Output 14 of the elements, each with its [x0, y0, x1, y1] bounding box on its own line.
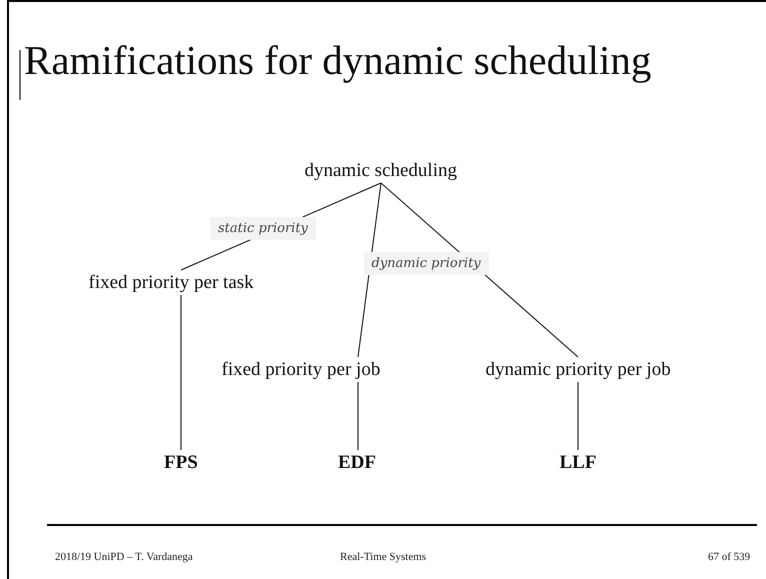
category-label: dynamic priority per job	[486, 359, 671, 381]
footer-text: Real-Time Systems	[340, 551, 426, 563]
edge-label: static priority	[210, 216, 316, 240]
category-label: fixed priority per job	[222, 359, 380, 381]
page-number: 67 of 539	[708, 551, 750, 563]
footer-text: 2018/19 UniPD – T. Vardanega	[55, 551, 193, 563]
edge-label: dynamic priority	[364, 252, 489, 274]
algorithm-label: FPS	[164, 452, 198, 474]
algorithm-label: LLF	[560, 452, 596, 474]
slide-title: Ramifications for dynamic scheduling	[24, 36, 652, 84]
category-label: fixed priority per task	[88, 272, 254, 294]
category-label: dynamic scheduling	[304, 160, 457, 182]
algorithm-label: EDF	[338, 452, 376, 474]
tree-line	[180, 294, 182, 450]
